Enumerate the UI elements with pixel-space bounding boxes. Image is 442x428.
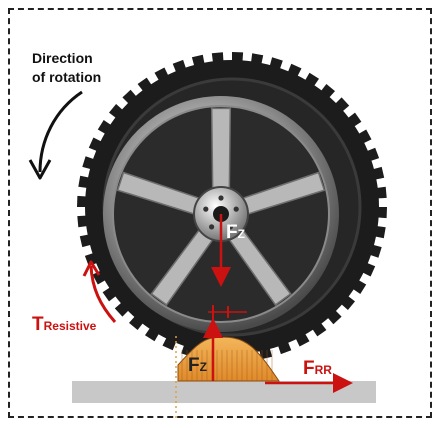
frr-label: FRR [303, 358, 332, 379]
spoke [210, 107, 232, 193]
lug-nut [203, 206, 209, 212]
fz-contact-label: FZ [188, 355, 207, 376]
lug-nut [233, 206, 239, 212]
diagram-frame [8, 8, 432, 418]
rotation-arrowhead [28, 159, 52, 180]
resistive-torque-arrow-icon [89, 265, 117, 323]
direction-label: Direction of rotation [32, 49, 101, 87]
fz-center-label: FZ [226, 222, 245, 243]
direction-label-line-2: of rotation [32, 69, 102, 85]
resistive-torque-arrowhead [82, 260, 101, 277]
lug-nut [227, 224, 233, 230]
direction-label-line-1: Direction [32, 50, 93, 66]
t-resistive-label: TResistive [32, 314, 97, 335]
ground-strip [72, 381, 376, 403]
contact-pressure-distribution [177, 336, 280, 382]
lug-nuts [203, 195, 239, 230]
wheel-spokes [116, 107, 326, 306]
rotation-arrow-icon [38, 90, 83, 173]
lug-nut [209, 224, 215, 230]
lug-nut [218, 195, 224, 201]
